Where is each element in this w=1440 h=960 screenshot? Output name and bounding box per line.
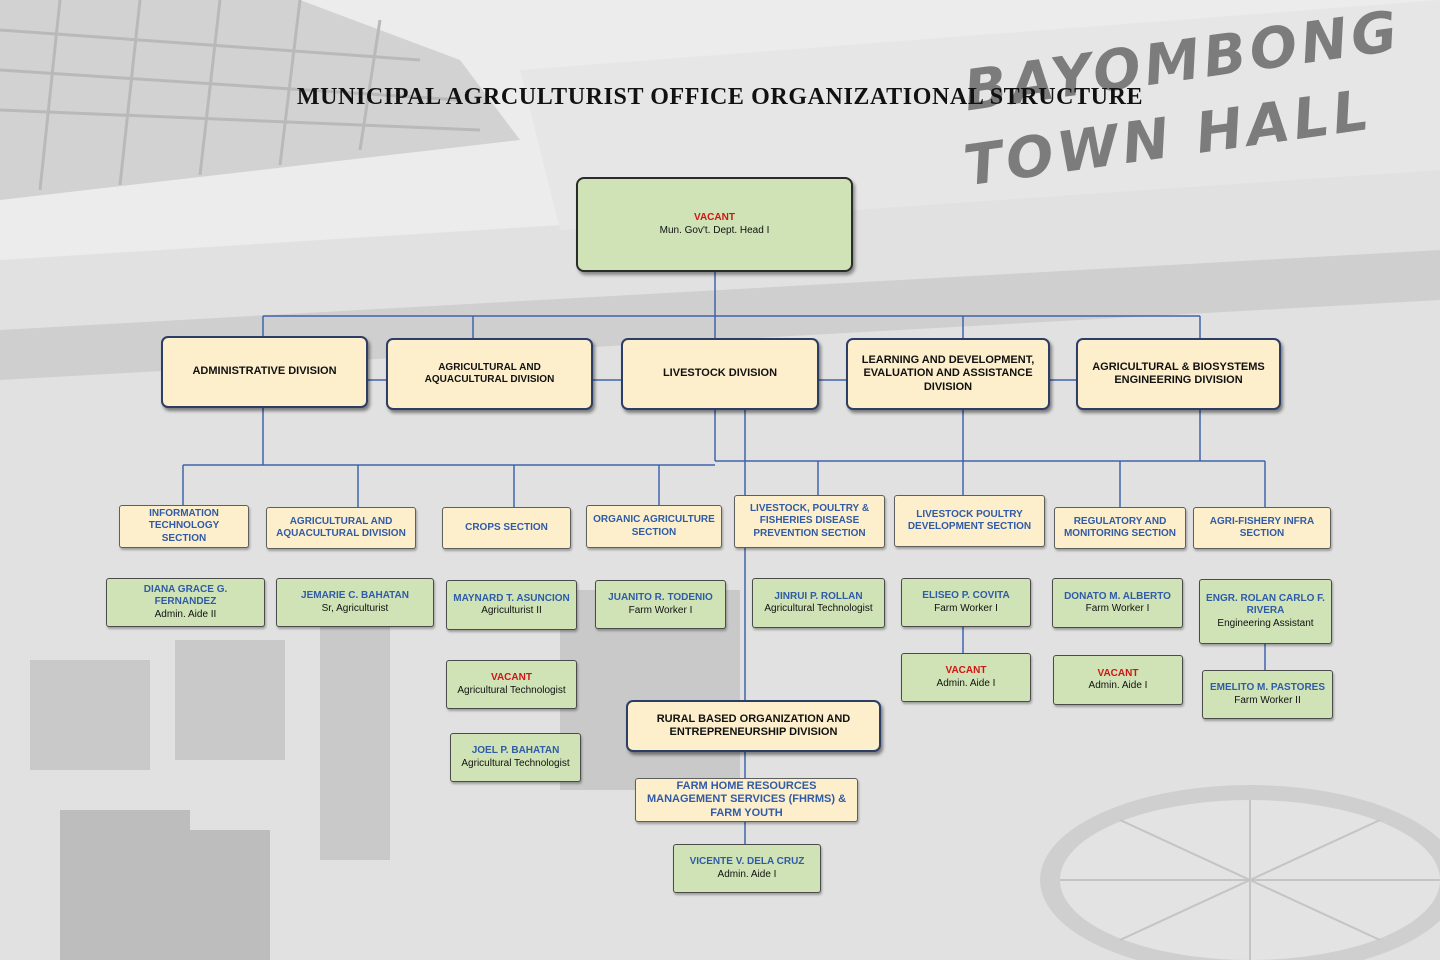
section-organic-agriculture[interactable]: ORGANIC AGRICULTURE SECTION [586,505,722,548]
staff-name: JUANITO R. TODENIO [608,592,713,604]
staff-name: VACANT [1097,667,1139,679]
staff-name: JOEL P. BAHATAN [471,745,560,757]
division-label: RURAL BASED ORGANIZATION AND ENTREPRENEU… [656,712,851,738]
head-name: VACANT [694,212,735,224]
staff-name: ELISEO P. COVITA [922,590,1010,602]
staff-card[interactable]: MAYNARD T. ASUNCION Agriculturist II [446,580,577,630]
division-administrative[interactable]: ADMINISTRATIVE DIVISION [161,336,368,408]
section-regulatory-monitoring[interactable]: REGULATORY AND MONITORING SECTION [1054,507,1186,549]
page-title: MUNICIPAL AGRCULTURIST OFFICE ORGANIZATI… [296,84,1144,110]
staff-role: Sr, Agriculturist [321,602,389,614]
staff-name: DONATO M. ALBERTO [1064,590,1171,602]
section-livestock-poultry-development[interactable]: LIVESTOCK POULTRY DEVELOPMENT SECTION [894,495,1045,547]
staff-name: DIANA GRACE G. FERNANDEZ [143,584,228,608]
staff-card[interactable]: DONATO M. ALBERTO Farm Worker I [1052,578,1183,628]
staff-role: Admin. Aide I [717,868,777,880]
section-fhrms-farm-youth[interactable]: FARM HOME RESOURCES MANAGEMENT SERVICES … [635,778,858,822]
staff-role: Admin. Aide II [154,608,217,620]
section-information-technology[interactable]: INFORMATION TECHNOLOGY SECTION [119,505,249,548]
staff-card[interactable]: JINRUI P. ROLLAN Agricultural Technologi… [752,578,885,628]
staff-card[interactable]: JEMARIE C. BAHATAN Sr, Agriculturist [276,578,434,627]
staff-card-vacant[interactable]: VACANT Agricultural Technologist [446,660,577,709]
staff-name: ENGR. ROLAN CARLO F. RIVERA [1206,593,1325,617]
section-label: FARM HOME RESOURCES MANAGEMENT SERVICES … [646,779,847,819]
staff-role: Engineering Assistant [1217,617,1314,629]
section-label: LIVESTOCK, POULTRY & FISHERIES DISEASE P… [749,503,870,539]
section-label: LIVESTOCK POULTRY DEVELOPMENT SECTION [907,508,1032,532]
staff-card-vacant[interactable]: VACANT Admin. Aide I [901,653,1031,702]
division-label: AGRICULTURAL AND AQUACULTURAL DIVISION [424,361,555,385]
division-label: AGRICULTURAL & BIOSYSTEMS ENGINEERING DI… [1092,360,1265,386]
division-label: ADMINISTRATIVE DIVISION [192,365,337,378]
division-rural-based-organization[interactable]: RURAL BASED ORGANIZATION AND ENTREPRENEU… [626,700,881,752]
division-agricultural-aquacultural[interactable]: AGRICULTURAL AND AQUACULTURAL DIVISION [386,338,593,410]
division-label: LEARNING AND DEVELOPMENT, EVALUATION AND… [861,353,1035,393]
staff-role: Agricultural Technologist [457,684,566,696]
staff-role: Farm Worker I [628,604,693,616]
staff-role: Farm Worker II [1234,694,1301,706]
division-learning-development[interactable]: LEARNING AND DEVELOPMENT, EVALUATION AND… [846,338,1050,410]
section-label: AGRI-FISHERY INFRA SECTION [1209,515,1315,539]
staff-role: Agriculturist II [481,605,542,616]
staff-card[interactable]: JUANITO R. TODENIO Farm Worker I [595,580,726,629]
staff-card[interactable]: JOEL P. BAHATAN Agricultural Technologis… [450,733,581,782]
staff-card[interactable]: VICENTE V. DELA CRUZ Admin. Aide I [673,844,821,893]
staff-name: JEMARIE C. BAHATAN [301,590,409,602]
staff-name: VACANT [945,665,987,677]
staff-card[interactable]: EMELITO M. PASTORES Farm Worker II [1202,670,1333,719]
staff-name: VACANT [491,672,532,684]
staff-card[interactable]: ENGR. ROLAN CARLO F. RIVERA Engineering … [1199,579,1332,644]
staff-name: MAYNARD T. ASUNCION [453,592,570,604]
head-node[interactable]: VACANT Mun. Gov't. Dept. Head I [576,177,853,272]
division-agricultural-biosystems-engineering[interactable]: AGRICULTURAL & BIOSYSTEMS ENGINEERING DI… [1076,338,1281,410]
staff-card[interactable]: ELISEO P. COVITA Farm Worker I [901,578,1031,627]
section-label: ORGANIC AGRICULTURE SECTION [593,514,715,538]
staff-name: EMELITO M. PASTORES [1209,682,1325,694]
staff-card[interactable]: DIANA GRACE G. FERNANDEZ Admin. Aide II [106,578,265,627]
staff-role: Agricultural Technologist [461,757,570,769]
staff-name: VICENTE V. DELA CRUZ [689,856,805,868]
staff-role: Farm Worker I [1085,603,1150,614]
section-label: REGULATORY AND MONITORING SECTION [1063,515,1177,539]
head-role: Mun. Gov't. Dept. Head I [659,224,770,236]
staff-role: Admin. Aide I [1088,680,1148,691]
staff-role: Agricultural Technologist [764,603,873,614]
staff-role: Admin. Aide I [936,677,996,689]
division-livestock[interactable]: LIVESTOCK DIVISION [621,338,819,410]
section-agricultural-aquacultural[interactable]: AGRICULTURAL AND AQUACULTURAL DIVISION [266,507,416,549]
section-agri-fishery-infra[interactable]: AGRI-FISHERY INFRA SECTION [1193,507,1331,549]
section-label: INFORMATION TECHNOLOGY SECTION [148,508,220,544]
section-label: AGRICULTURAL AND AQUACULTURAL DIVISION [276,515,406,539]
staff-card-vacant[interactable]: VACANT Admin. Aide I [1053,655,1183,705]
staff-role: Farm Worker I [934,602,998,614]
section-disease-prevention[interactable]: LIVESTOCK, POULTRY & FISHERIES DISEASE P… [734,495,885,548]
staff-name: JINRUI P. ROLLAN [774,590,863,602]
section-label: CROPS SECTION [465,521,548,533]
division-label: LIVESTOCK DIVISION [662,367,778,380]
section-crops[interactable]: CROPS SECTION [442,507,571,549]
